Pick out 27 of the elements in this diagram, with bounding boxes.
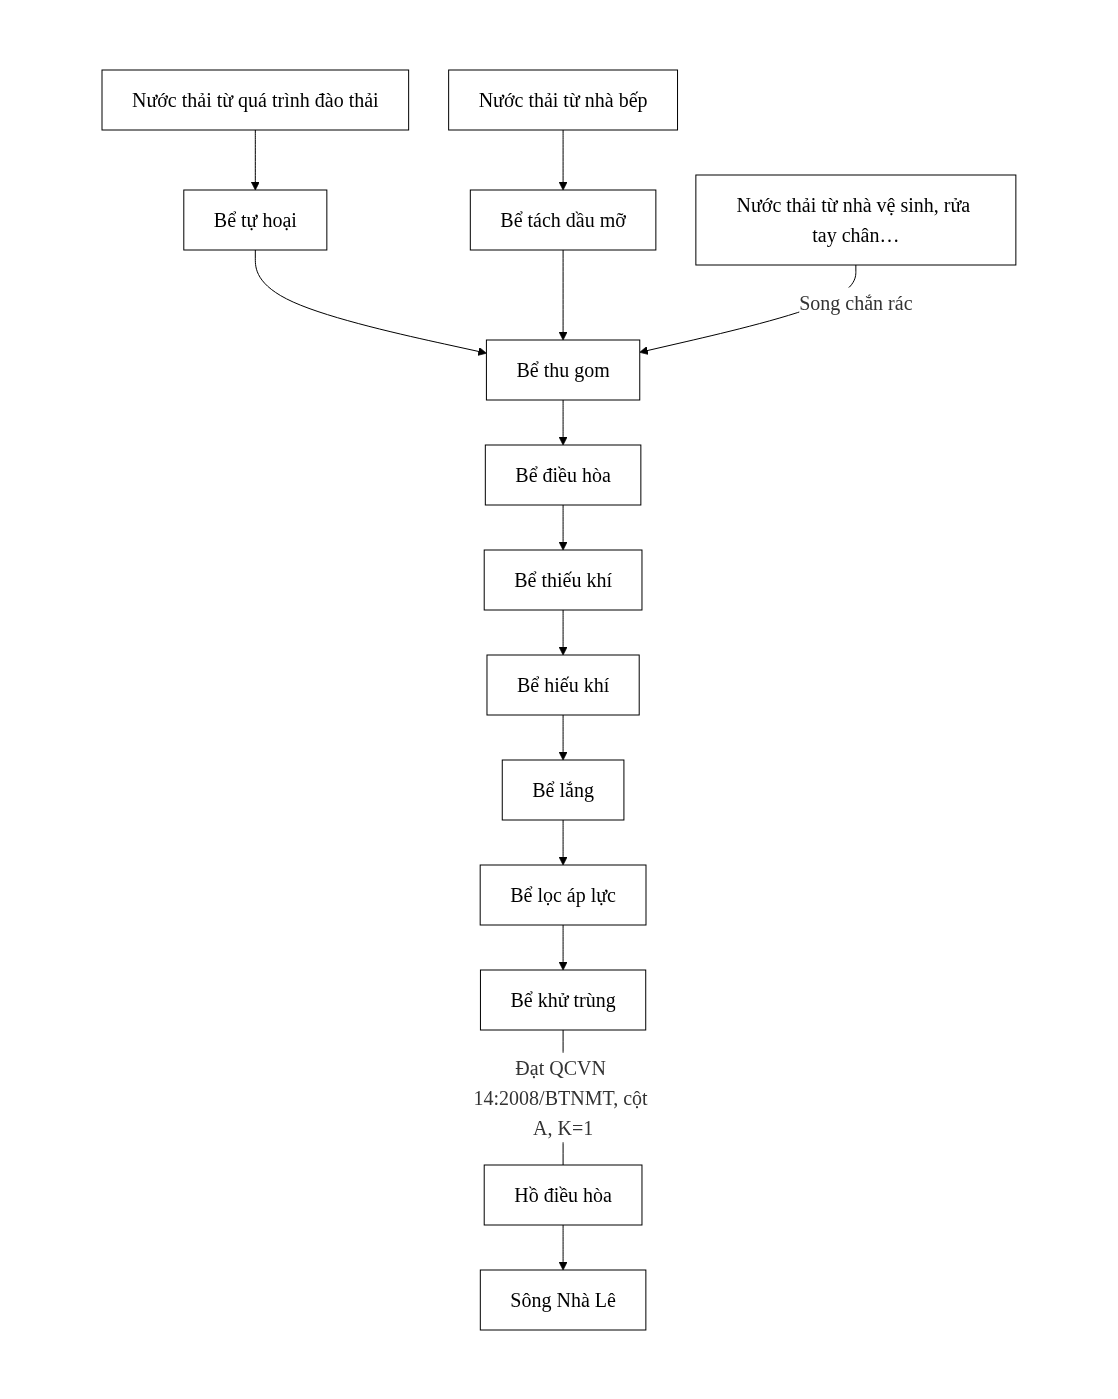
- arrow: [558, 399, 568, 445]
- arrow: [558, 504, 568, 550]
- arrow: [254, 249, 487, 356]
- node-box: Bể hiếu khí: [486, 654, 640, 715]
- node-box: Bể tự hoại: [183, 189, 328, 250]
- node-box: Bể lọc áp lực: [479, 864, 647, 925]
- node-box: Nước thải từ nhà vệ sinh, rửa tay chân…: [695, 174, 1017, 265]
- node-box: Bể khử trùng: [480, 969, 647, 1030]
- arrow: [558, 1224, 568, 1270]
- arrow: [251, 129, 260, 190]
- node-box: Sông Nhà Lê: [479, 1269, 647, 1330]
- node-box: Nước thải từ nhà bếp: [448, 69, 679, 130]
- arrow: [558, 129, 568, 190]
- arrow: [558, 819, 568, 865]
- node-box: Bể thiếu khí: [483, 549, 643, 610]
- node-box: Bể tách dầu mỡ: [469, 189, 657, 250]
- arrow: [558, 924, 568, 970]
- node-box: Bể lắng: [501, 759, 625, 820]
- node-box: Bể thu gom: [486, 339, 641, 400]
- node-box: Bể điều hòa: [484, 444, 642, 505]
- edge-label: Song chắn rác: [799, 291, 913, 313]
- edge-label: Đạt QCVN 14:2008/BTNMT, cột A, K=1: [473, 1056, 648, 1138]
- node-box: Nước thải từ quá trình đào thải: [101, 69, 410, 130]
- arrow: [558, 249, 568, 340]
- node-box: Hồ điều hòa: [483, 1164, 643, 1225]
- arrow: [558, 609, 568, 655]
- arrow: [558, 714, 568, 760]
